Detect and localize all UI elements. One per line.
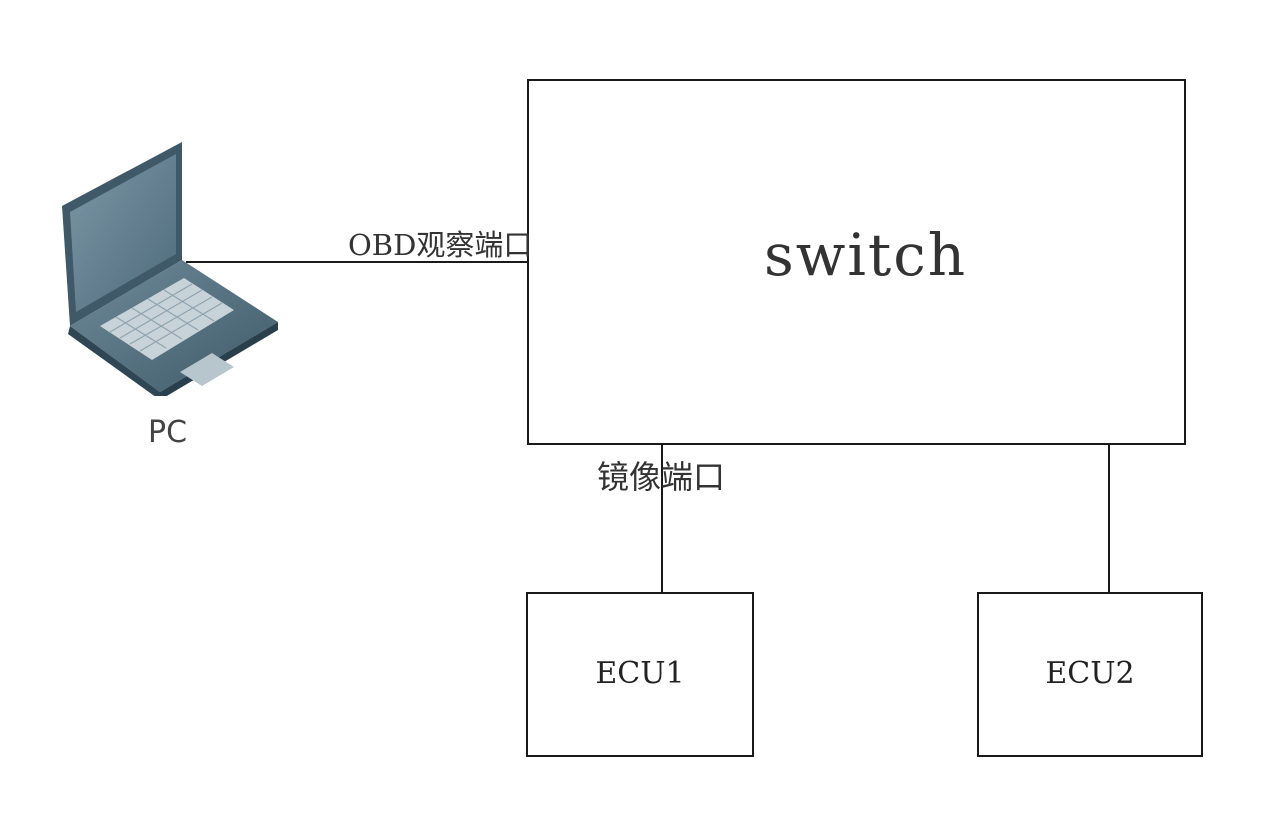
switch-ecu1-link: [661, 444, 663, 593]
switch-node: switch: [527, 79, 1186, 445]
switch-ecu2-link: [1108, 444, 1110, 593]
ecu2-node: ECU2: [977, 592, 1203, 757]
laptop-icon: [62, 142, 278, 396]
ecu1-node: ECU1: [526, 592, 754, 757]
switch-label: switch: [763, 221, 968, 289]
mirror-port-label: 镜像端口: [597, 458, 726, 496]
ecu2-label: ECU2: [1045, 656, 1135, 691]
pc-label: PC: [148, 415, 188, 450]
pc-switch-link: [186, 261, 528, 263]
ecu1-label: ECU1: [595, 656, 685, 691]
obd-port-label: OBD观察端口: [348, 228, 533, 262]
